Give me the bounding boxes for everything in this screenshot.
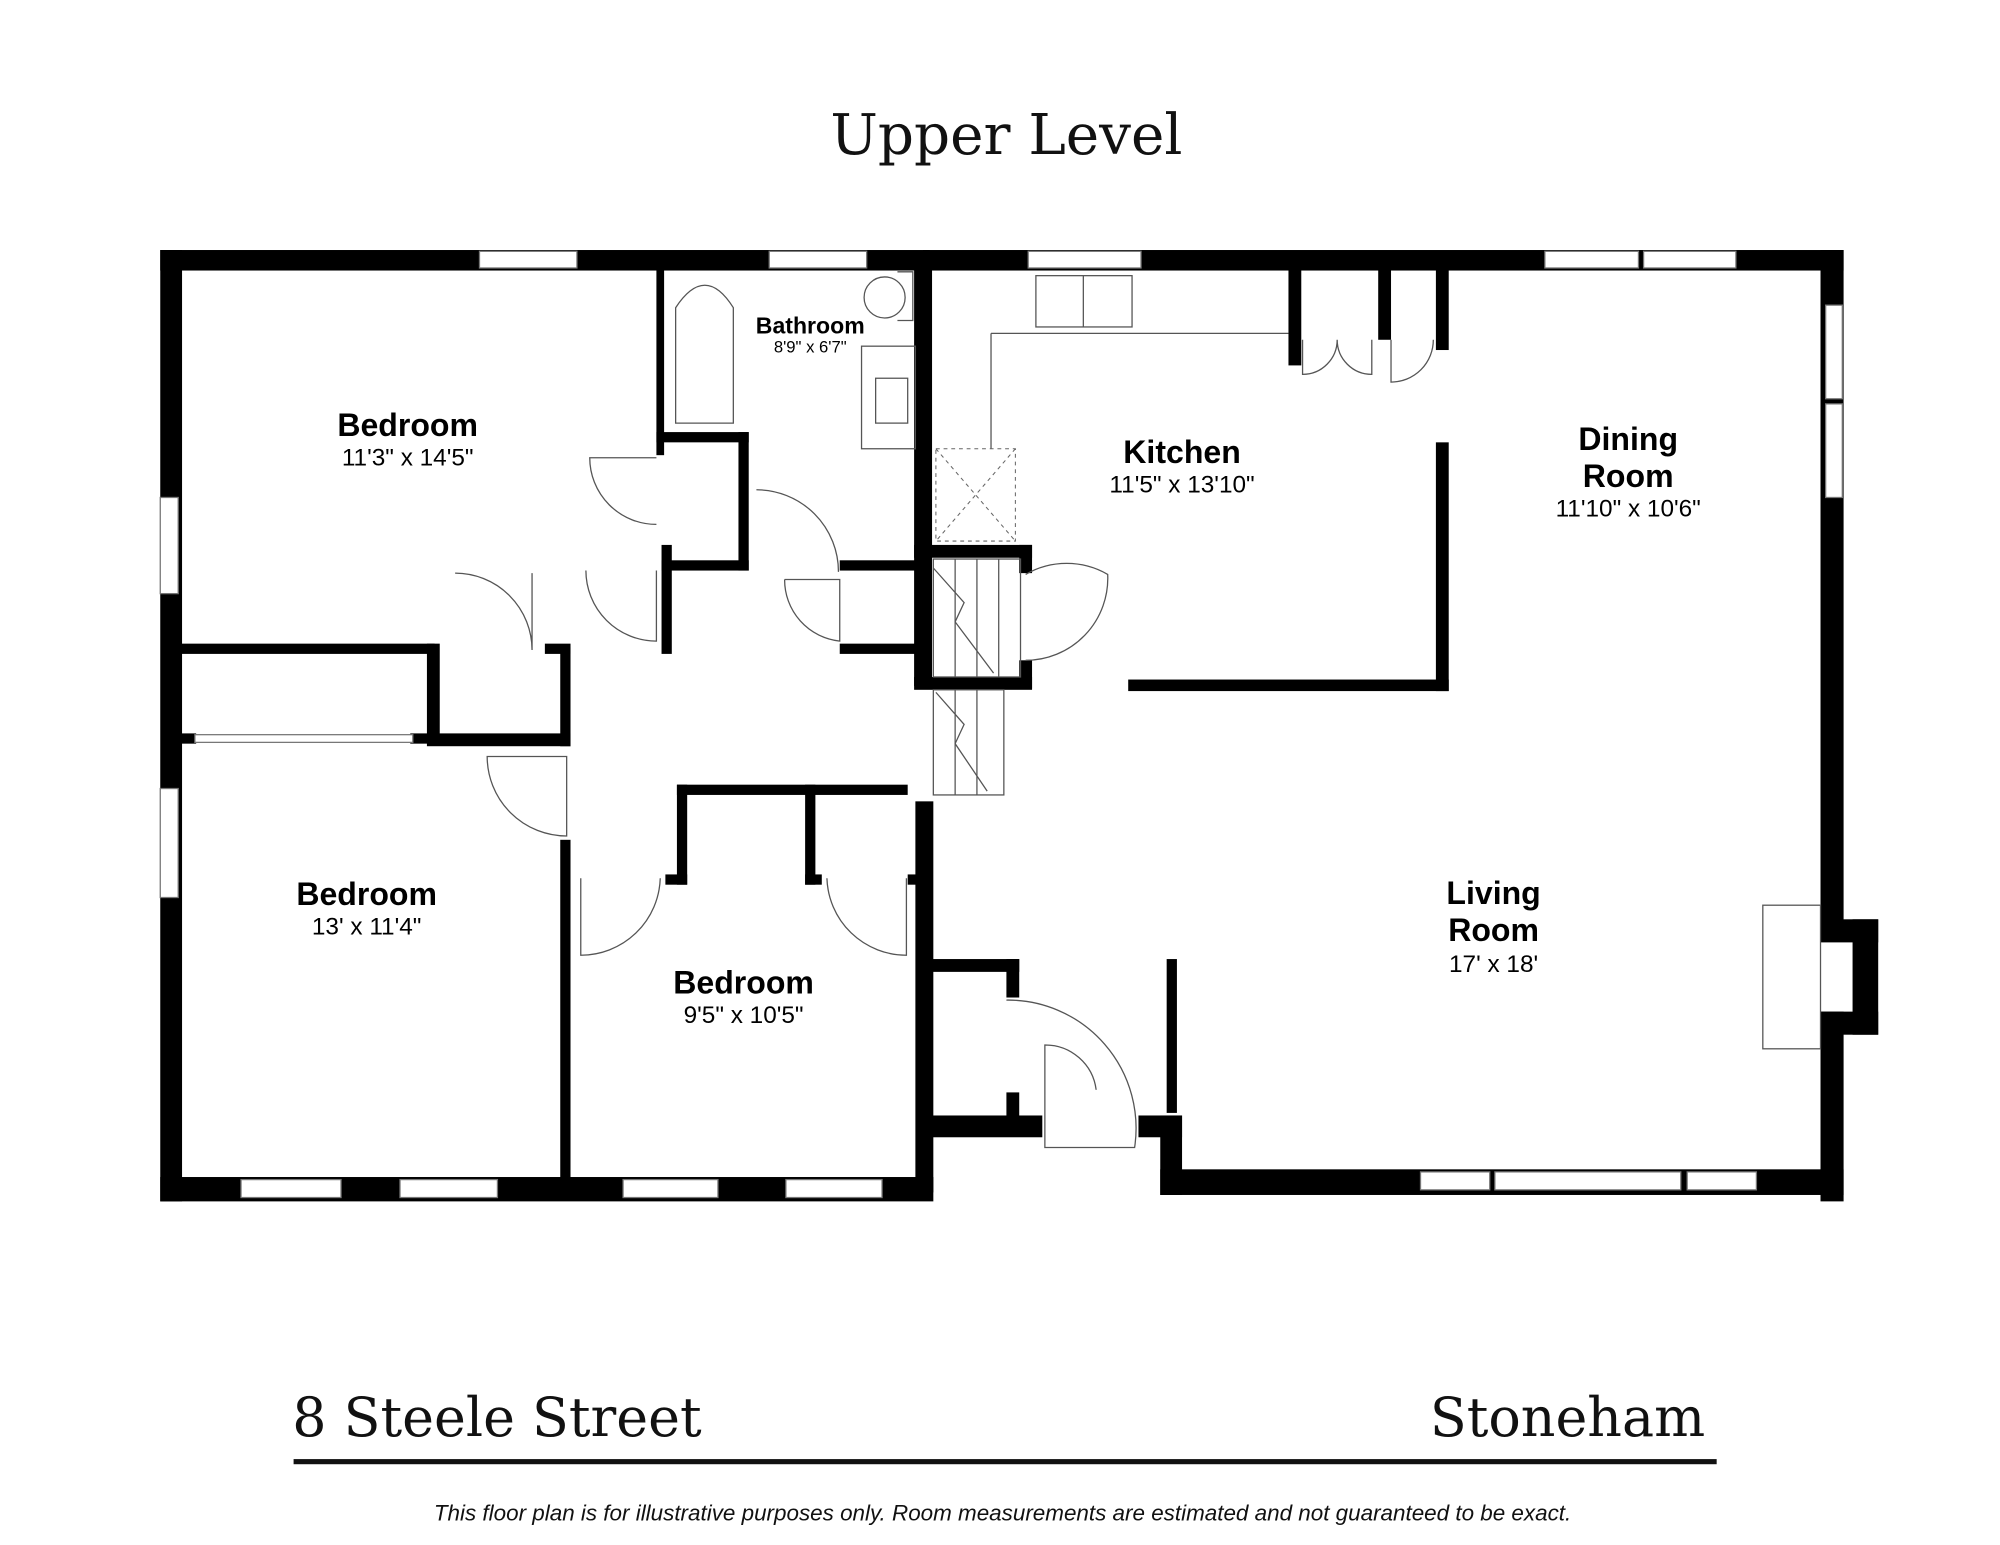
stairs-icon: [932, 558, 1022, 796]
room-name: Bedroom: [337, 407, 478, 443]
room-name-line2: Room: [1448, 912, 1539, 948]
fireplace-icon: [1762, 904, 1822, 1050]
room-bedroom-2: Bedroom 13' x 11'4": [296, 876, 437, 940]
room-dimensions: 11'10" x 10'6": [1556, 496, 1701, 523]
footer-divider: [293, 1459, 1717, 1465]
toilet-icon: [863, 276, 906, 319]
room-living: Living Room 17' x 18': [1446, 875, 1540, 978]
disclaimer: This floor plan is for illustrative purp…: [434, 1501, 1571, 1526]
walls: [160, 250, 1879, 1202]
fixtures: [455, 271, 1822, 1149]
room-name-line2: Room: [1583, 458, 1674, 494]
range-icon: [935, 448, 1016, 542]
property-address: 8 Steele Street: [292, 1386, 702, 1449]
room-name: Bedroom: [673, 965, 814, 1001]
doors: [455, 339, 1434, 1149]
room-name-line1: Dining: [1578, 421, 1678, 457]
room-dimensions: 8'9" x 6'7": [774, 338, 847, 357]
page-title: Upper Level: [830, 103, 1182, 168]
sink-icon: [860, 345, 917, 450]
room-dimensions: 13' x 11'4": [312, 914, 422, 941]
room-bedroom-3: Bedroom 9'5" x 10'5": [673, 965, 814, 1029]
room-dimensions: 9'5" x 10'5": [684, 1002, 804, 1029]
room-name: Bedroom: [296, 876, 437, 912]
property-town: Stoneham: [1430, 1386, 1705, 1449]
room-dining: Dining Room 11'10" x 10'6": [1556, 421, 1701, 523]
bathtub-icon: [675, 284, 734, 424]
room-name: Bathroom: [756, 312, 865, 338]
room-bedroom-1: Bedroom 11'3" x 14'5": [337, 407, 478, 471]
room-dimensions: 17' x 18': [1449, 951, 1538, 978]
room-bathroom: Bathroom 8'9" x 6'7": [756, 312, 865, 356]
room-dimensions: 11'3" x 14'5": [342, 444, 474, 471]
windows: [159, 250, 1843, 1199]
room-dimensions: 11'5" x 13'10": [1109, 471, 1254, 498]
room-name: Kitchen: [1123, 434, 1241, 470]
room-name-line1: Living: [1446, 875, 1540, 911]
room-kitchen: Kitchen 11'5" x 13'10": [1109, 434, 1254, 498]
